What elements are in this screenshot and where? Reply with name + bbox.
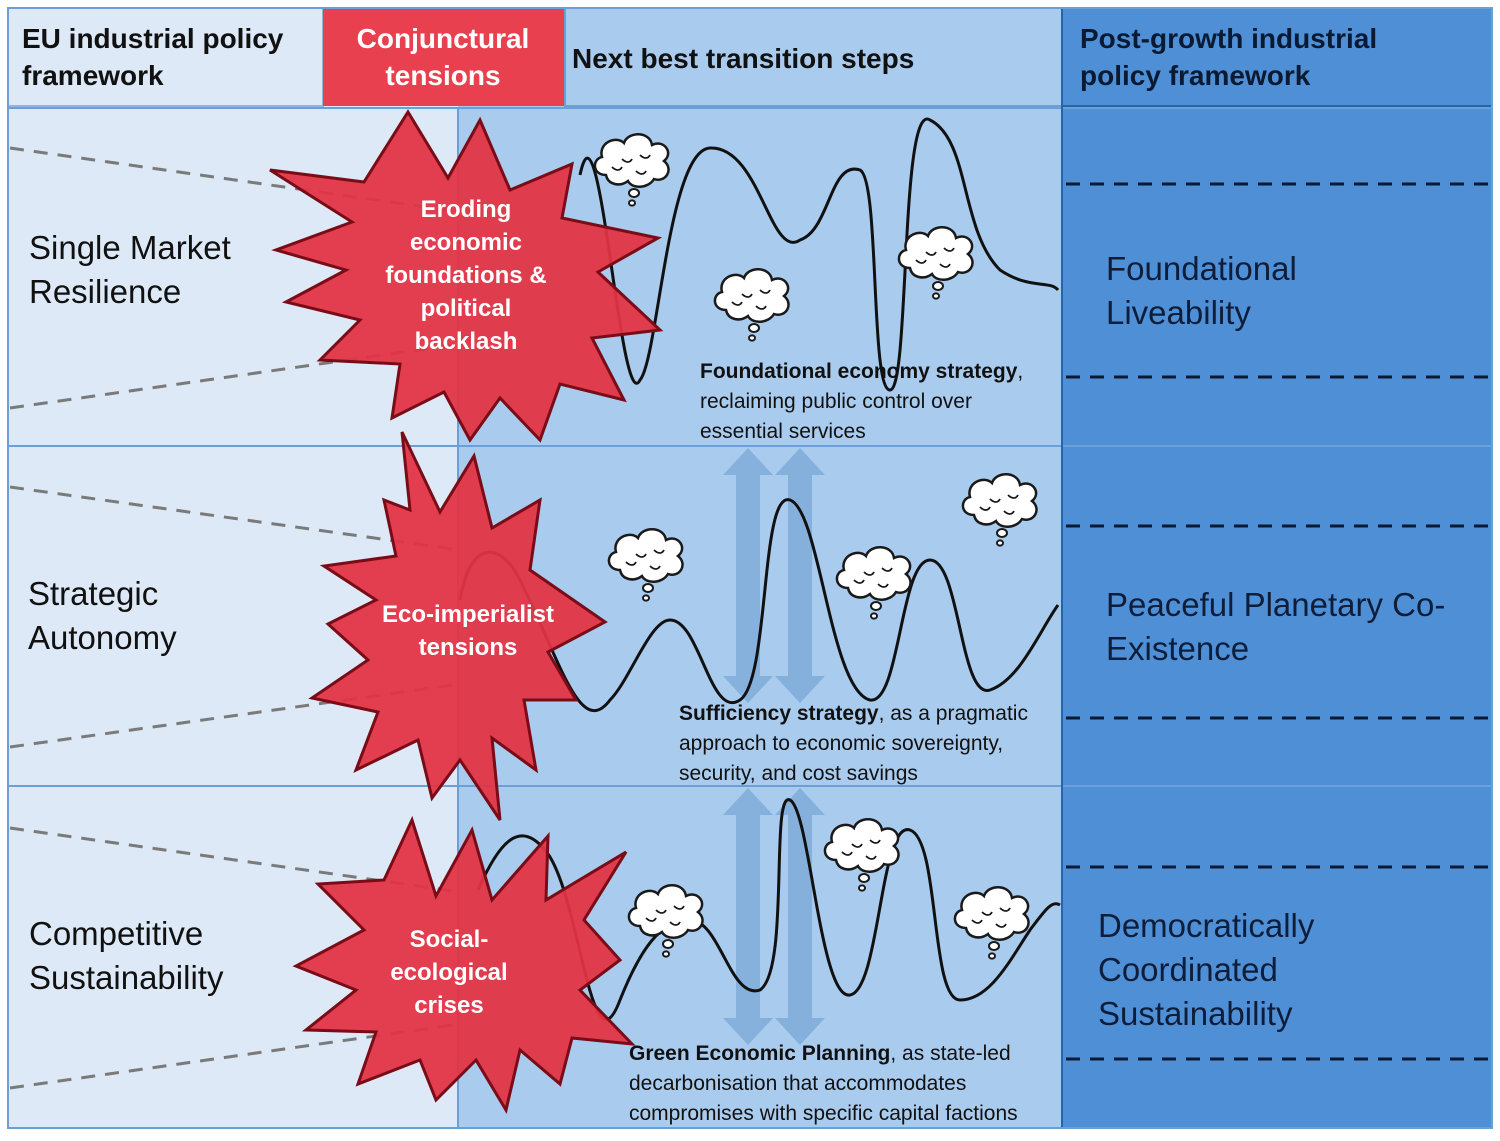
eu-label-competitive-sustainability: Competitive Sustainability <box>29 915 224 996</box>
header-conjunctural-tensions: Conjunctural tensions <box>356 23 530 91</box>
eu-label-single-market: Single Market Resilience <box>29 229 231 310</box>
step-text-foundational: Foundational economy strategy, reclaimin… <box>700 357 1050 447</box>
step-title-sufficiency: Sufficiency strategy <box>679 702 879 725</box>
step-desc-foundational: , reclaiming public control over essenti… <box>700 360 1024 443</box>
eu-funnel-lines <box>9 146 461 1090</box>
tension-label-eco-imperialist: Eco-imperialist tensions <box>381 601 555 661</box>
step-title-green-planning: Green Economic Planning <box>629 1042 891 1065</box>
step-text-sufficiency: Sufficiency strategy, as a pragmatic app… <box>679 699 1054 789</box>
step-desc-sufficiency: , as a pragmatic approach to economic so… <box>679 702 1028 785</box>
double-arrow-icon <box>723 448 825 1045</box>
step-text-green-planning: Green Economic Planning, as state-led de… <box>629 1039 1059 1129</box>
burst-icon <box>269 109 664 1114</box>
post-growth-column-bg <box>1062 8 1492 1128</box>
header-transition-steps: Next best transition steps <box>572 43 915 74</box>
tension-label-eroding: Eroding economic foundations & political… <box>385 196 547 355</box>
eu-label-strategic-autonomy: Strategic Autonomy <box>28 575 177 656</box>
header-eu-framework: EU industrial policy framework <box>22 23 284 91</box>
tension-label-social-ecological: Social-ecological crises <box>390 926 508 1019</box>
header-post-growth-framework: Post-growth industrial policy framework <box>1080 23 1378 91</box>
post-label-democratic-sustainability: Democratically Coordinated Sustainabilit… <box>1098 907 1315 1032</box>
post-label-peaceful-coexistence: Peaceful Planetary Co-Existence <box>1106 586 1446 667</box>
transition-waves <box>458 117 1061 1021</box>
step-desc-green-planning: , as state-led decarbonisation that acco… <box>629 1042 1018 1125</box>
post-label-foundational-liveability: Foundational Liveability <box>1106 250 1297 331</box>
header-tensions-cell <box>323 8 565 106</box>
step-title-foundational: Foundational economy strategy <box>700 360 1018 383</box>
